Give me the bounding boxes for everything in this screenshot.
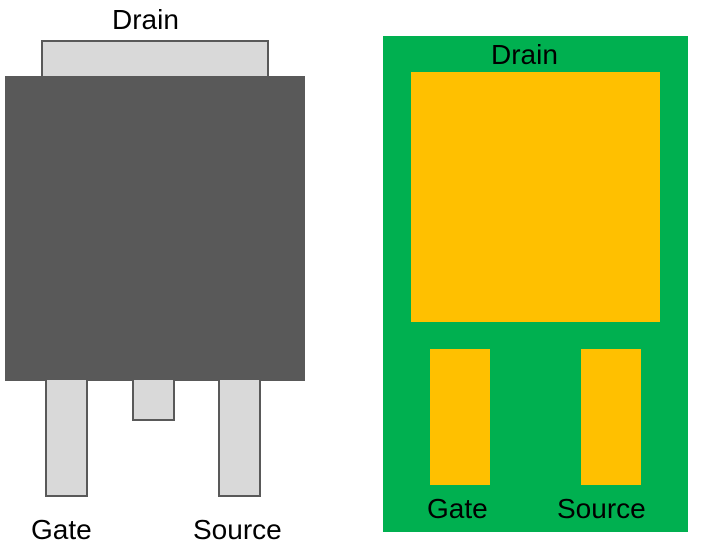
package-body: [5, 76, 305, 381]
footprint-gate-pad: [430, 349, 490, 485]
package-gate-label: Gate: [31, 514, 92, 545]
package-source-lead: [218, 380, 261, 497]
footprint-source-label: Source: [557, 493, 646, 524]
footprint-drain-label: Drain: [491, 39, 558, 70]
footprint-drain-pad: [411, 72, 660, 322]
package-gate-lead: [45, 380, 88, 497]
footprint-source-pad: [581, 349, 641, 485]
package-drain-label: Drain: [112, 4, 179, 35]
package-source-label: Source: [193, 514, 282, 545]
footprint-gate-label: Gate: [427, 493, 488, 524]
package-center-stub: [132, 380, 175, 421]
